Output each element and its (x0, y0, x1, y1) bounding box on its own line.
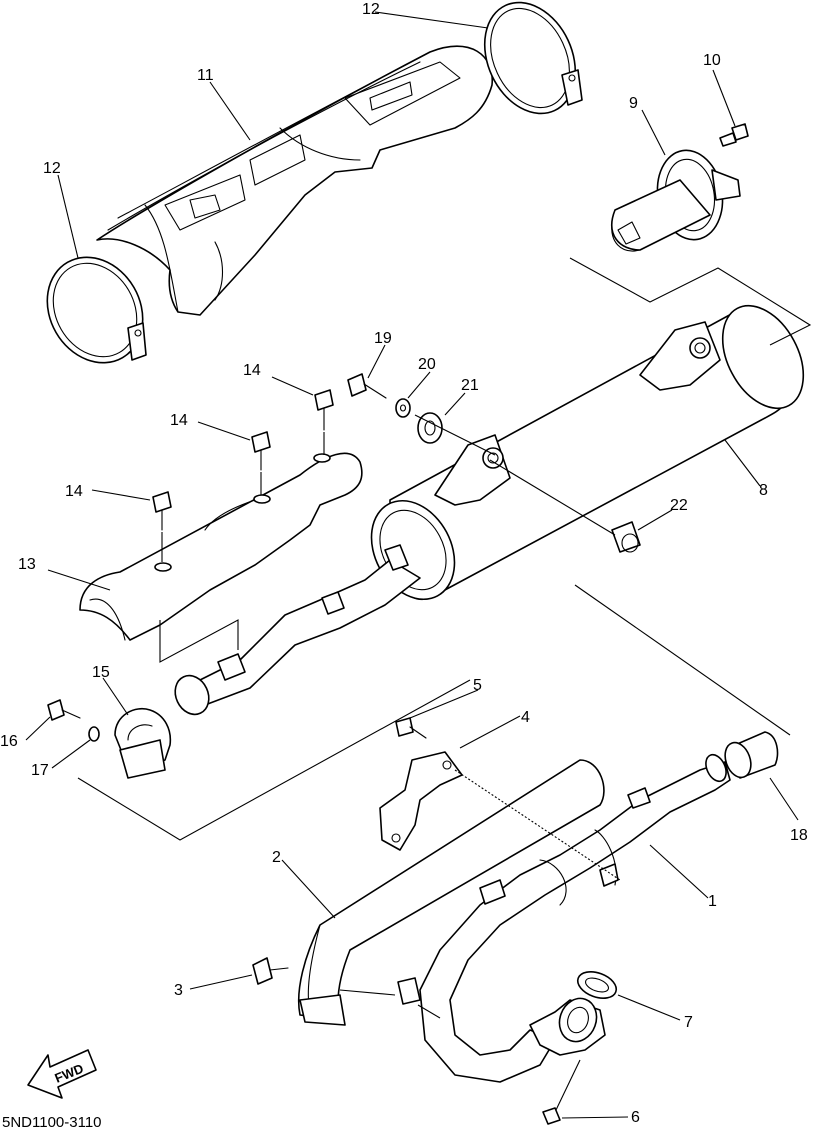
callout-3: 3 (174, 982, 183, 999)
bolt-3 (252, 957, 289, 985)
callout-14-low: 14 (65, 483, 83, 500)
callout-18: 18 (790, 827, 808, 844)
washer-17 (88, 726, 100, 742)
clamp-15 (114, 708, 172, 779)
callout-20: 20 (418, 356, 436, 373)
callout-2: 2 (272, 849, 281, 866)
grommet-21 (417, 412, 443, 444)
callout-14-mid: 14 (170, 412, 188, 429)
callout-17: 17 (31, 762, 49, 779)
nut-6 (542, 1107, 561, 1125)
heat-protector-upper (96, 45, 493, 316)
collar-22 (611, 521, 641, 553)
band-left (46, 256, 147, 364)
tail-pipe (611, 149, 741, 252)
washer-20 (395, 398, 411, 418)
sleeve-18 (724, 731, 779, 779)
callout-7: 7 (684, 1014, 693, 1031)
bolt-14c (152, 491, 172, 531)
callout-22: 22 (670, 497, 688, 514)
alignment-lines (77, 257, 812, 1111)
diagram-code: 5ND1100-3110 (2, 1114, 102, 1130)
callout-9: 9 (629, 95, 638, 112)
callout-5: 5 (473, 677, 482, 694)
callout-14-top: 14 (243, 362, 261, 379)
callout-1: 1 (708, 893, 717, 910)
callout-8: 8 (759, 482, 768, 499)
callout-16: 16 (0, 733, 18, 750)
callout-13: 13 (18, 556, 36, 573)
screw-10 (719, 123, 749, 147)
leader-lines (25, 11, 799, 1119)
bolt-5 (395, 717, 427, 739)
callout-6: 6 (631, 1109, 640, 1126)
gasket-7 (576, 971, 618, 999)
callout-15: 15 (92, 664, 110, 681)
callout-19: 19 (374, 330, 392, 347)
bolt-14a (314, 389, 334, 431)
callout-12-top: 12 (362, 1, 380, 18)
bolt-19 (347, 373, 387, 399)
heat-protector-lower (79, 452, 363, 641)
band-right (483, 1, 583, 115)
heat-protector-2 (297, 759, 605, 1026)
callout-4: 4 (521, 709, 530, 726)
bolt-14b (251, 431, 271, 471)
bolt-16 (47, 699, 81, 721)
callout-12-left: 12 (43, 160, 61, 177)
exhaust-flange (529, 997, 606, 1056)
muffler (174, 304, 805, 716)
fwd-arrow: FWD (27, 1049, 97, 1099)
bracket-4 (379, 751, 463, 851)
callout-10: 10 (703, 52, 721, 69)
callout-11: 11 (197, 67, 214, 84)
callout-21: 21 (461, 377, 479, 394)
